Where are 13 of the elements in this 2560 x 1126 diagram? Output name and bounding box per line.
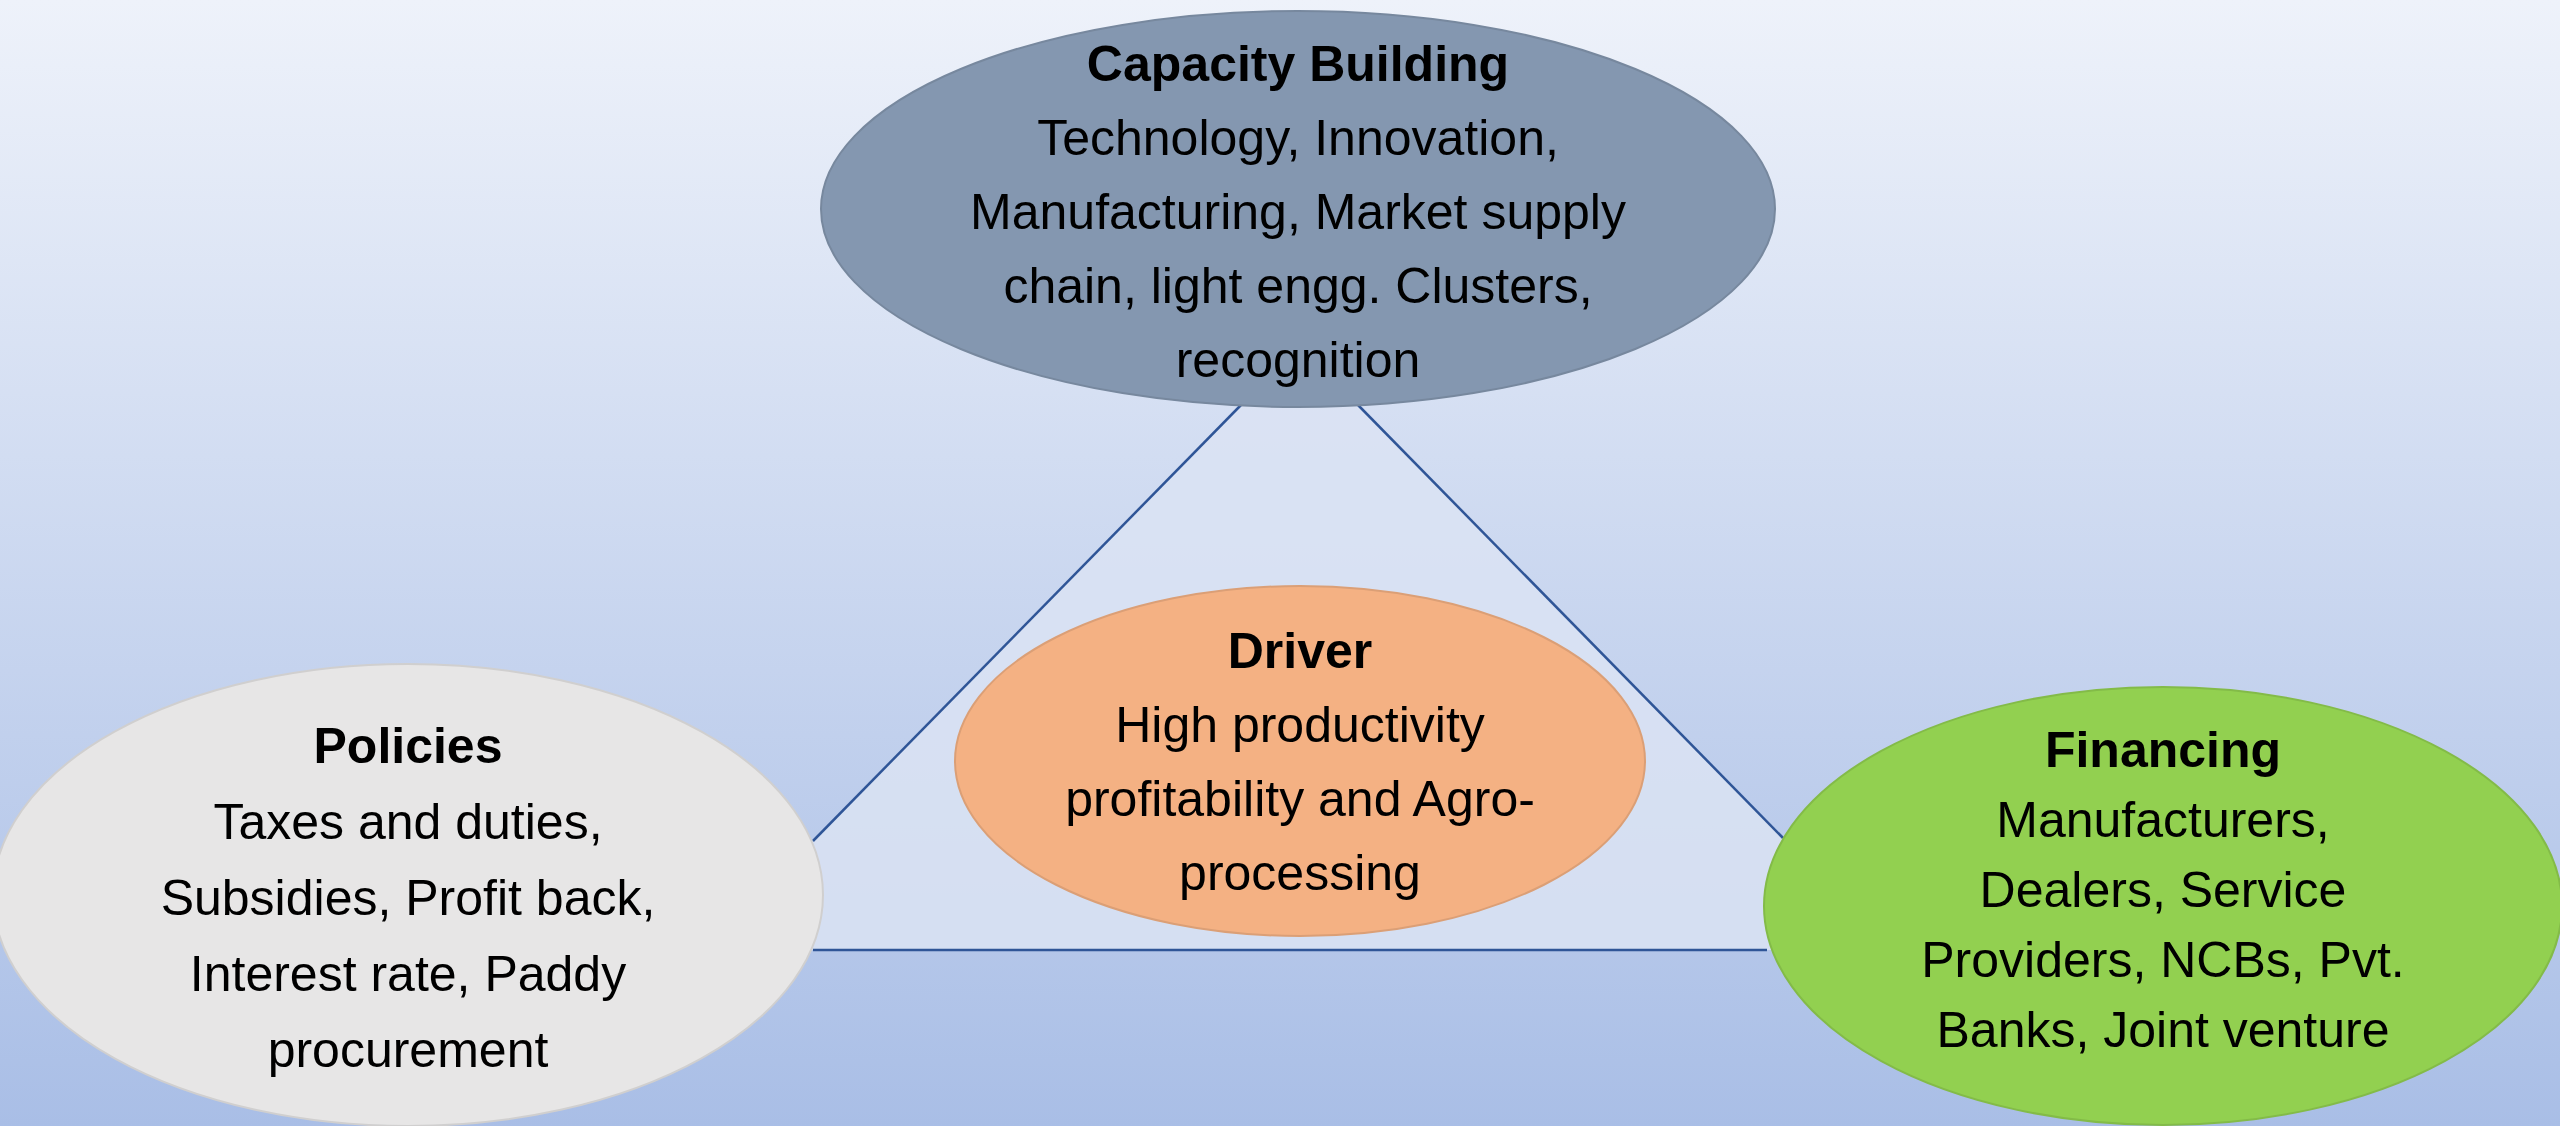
connector-line — [813, 948, 1767, 952]
ellipse-node — [954, 585, 1646, 937]
ellipse-node — [820, 10, 1776, 408]
node-body-text: High productivity profitability and Agro-processing — [1064, 696, 1536, 903]
node-body-text: Technology, Innovation, Manufacturing, Market supply chain, light engg. Clusters, recognition — [969, 109, 1627, 390]
node-heading: Financing — [2044, 721, 2282, 780]
connector-line — [812, 404, 1242, 842]
connector-line — [1357, 404, 1784, 839]
node-heading: Policies — [313, 717, 503, 776]
node-heading: Driver — [1227, 622, 1373, 681]
node-body-text: Manufacturers, Dealers, Service Providers, NCBs, Pvt. Banks, Joint venture — [1920, 791, 2406, 1060]
node-heading: Capacity Building — [1086, 35, 1510, 94]
node-body-text: Taxes and duties, Subsidies, Profit back, Interest rate, Paddy procurement — [159, 793, 657, 1080]
